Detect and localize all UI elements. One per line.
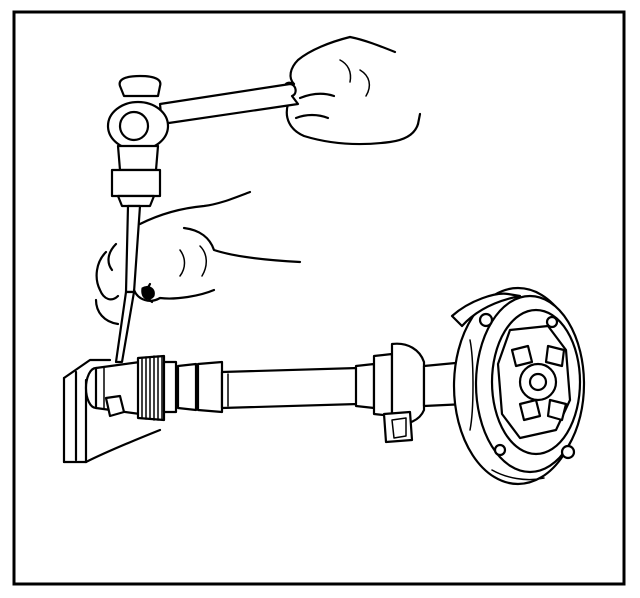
hammer-handle [158, 82, 300, 126]
left-hand [94, 190, 302, 326]
armature-shaft [84, 342, 468, 444]
vise-block [62, 358, 162, 464]
hammer-head [106, 74, 170, 208]
end-housing [450, 286, 586, 486]
drift-punch [114, 204, 142, 364]
figure-frame [12, 10, 626, 586]
right-hand [284, 35, 422, 146]
